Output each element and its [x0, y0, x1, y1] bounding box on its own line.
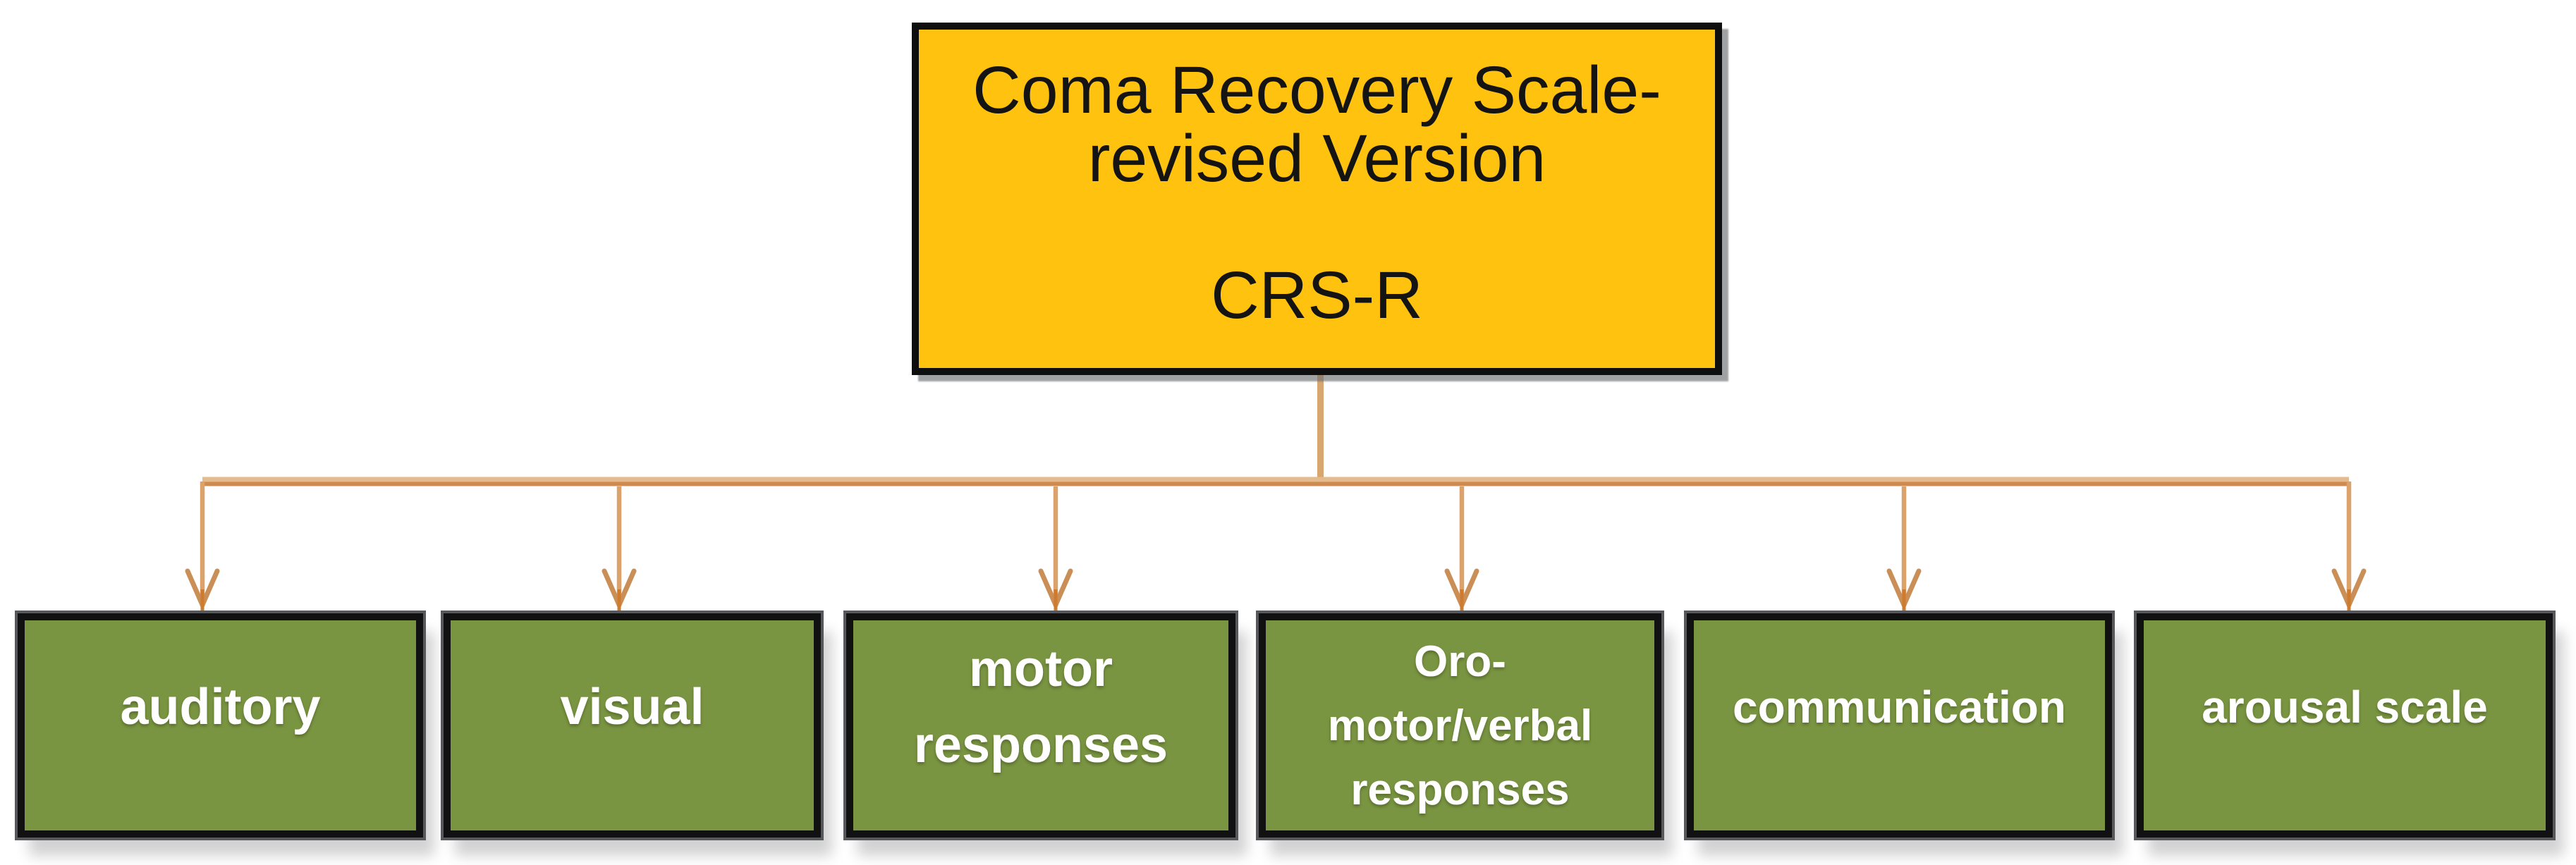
- root-box-title: Coma Recovery Scale- revised Version CRS…: [919, 56, 1715, 330]
- subscale-label-line: motor: [969, 641, 1113, 697]
- connector-branch-arousal-scale: [2331, 481, 2367, 611]
- subscale-label: motor responses: [914, 631, 1168, 783]
- subscale-label-line: visual: [560, 679, 704, 735]
- subscale-box-oro-motor-verbal-responses: Oro- motor/verbal responses: [1259, 613, 1661, 838]
- subscale-box-visual: visual: [444, 613, 821, 838]
- subscale-box-communication: communication: [1687, 613, 2112, 838]
- subscale-label: visual: [560, 669, 704, 745]
- subscale-label-line: auditory: [120, 679, 321, 735]
- root-title-line-2: revised Version: [1087, 121, 1546, 196]
- connector-branch-motor-responses: [1038, 486, 1073, 611]
- subscale-box-motor-responses: motor responses: [846, 613, 1235, 838]
- subscale-label-line: communication: [1733, 682, 2066, 732]
- subscale-box-auditory: auditory: [18, 613, 423, 838]
- connector-branch-oro-motor-verbal: [1444, 486, 1479, 611]
- root-abbreviation: CRS-R: [1211, 258, 1423, 333]
- subscale-label-line: motor/verbal: [1327, 701, 1593, 750]
- subscale-label-line: Oro-: [1414, 637, 1506, 686]
- subscale-label-line: arousal scale: [2202, 682, 2488, 732]
- subscale-label-line: responses: [1350, 765, 1570, 814]
- root-title-spacer: [919, 193, 1715, 262]
- connector-branch-auditory: [185, 481, 220, 611]
- root-title-line-1: Coma Recovery Scale-: [972, 53, 1661, 128]
- subscale-label: arousal scale: [2202, 673, 2488, 741]
- subscale-box-arousal-scale: arousal scale: [2137, 613, 2553, 838]
- crs-r-root-box: Coma Recovery Scale- revised Version CRS…: [912, 23, 1722, 375]
- connector-branch-communication: [1886, 486, 1922, 611]
- subscale-label: Oro- motor/verbal responses: [1328, 630, 1593, 822]
- subscale-label-line: responses: [913, 717, 1168, 773]
- subscale-label: communication: [1733, 673, 2066, 741]
- subscale-label: auditory: [120, 669, 320, 745]
- connector-branch-visual: [602, 486, 637, 611]
